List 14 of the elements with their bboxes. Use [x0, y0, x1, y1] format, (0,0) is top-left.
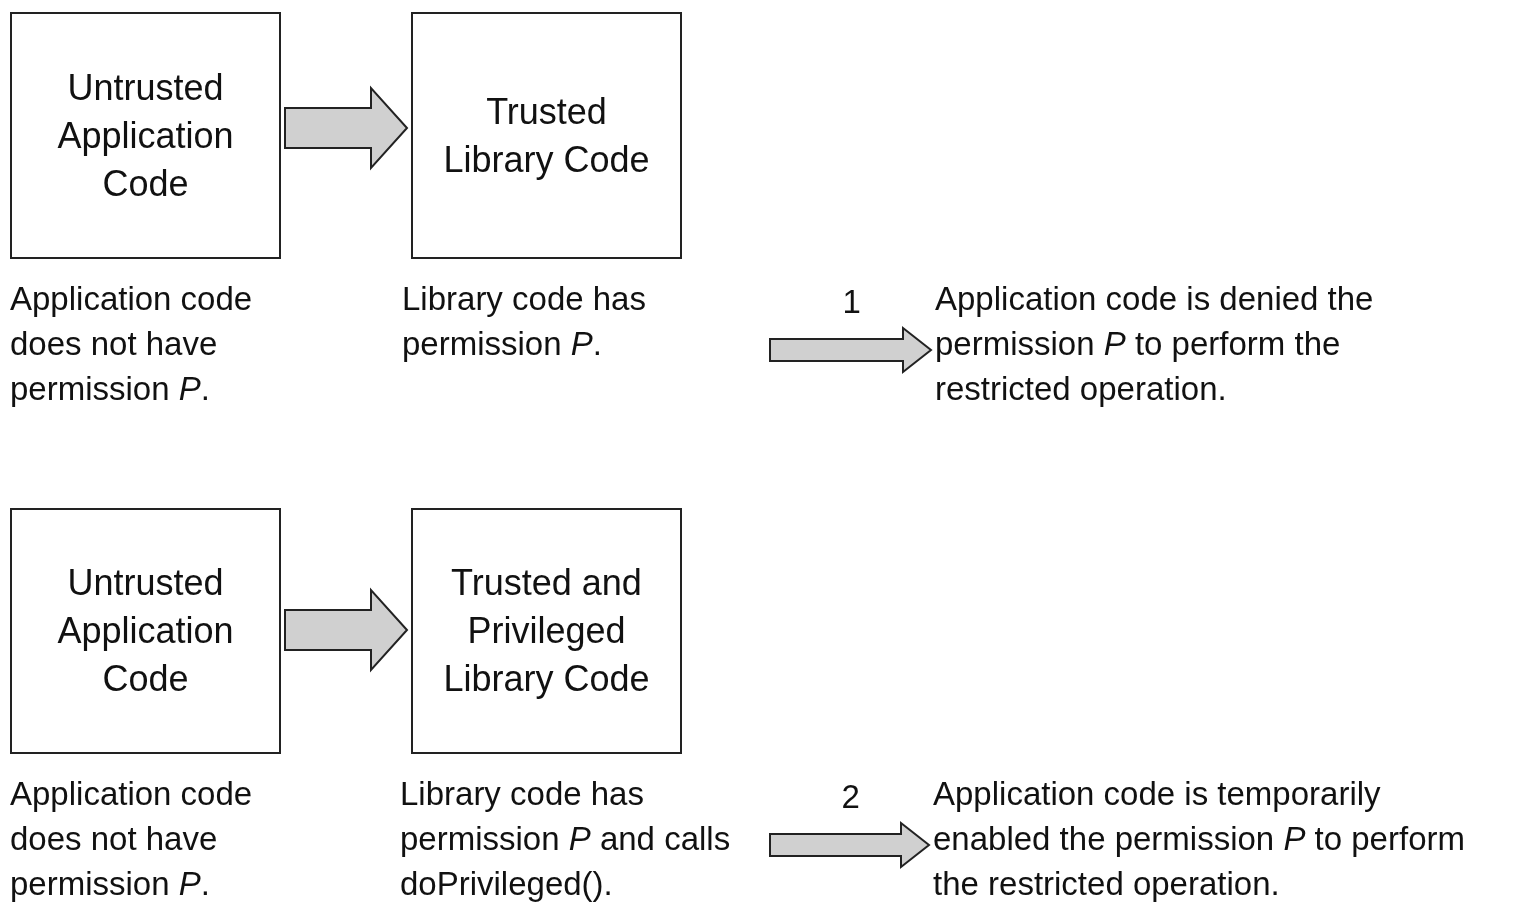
block-arrow — [769, 325, 933, 375]
node-label: Library code has permission P and calls doPrivileged(). — [400, 774, 732, 904]
node-label: Application code does not have permission P. — [10, 774, 254, 904]
node-label: Library code has permission P. — [402, 279, 647, 364]
result-text: Application code is temporarily enabled the permission P to perform the restricted operation. — [933, 771, 1493, 911]
block-arrow — [284, 85, 409, 171]
process-box: Untrusted Application Code — [10, 12, 281, 259]
block-arrow — [284, 587, 409, 673]
process-box: Trusted and Privileged Library Code — [411, 508, 682, 754]
process-box: Trusted Library Code — [411, 12, 682, 259]
process-box: Untrusted Application Code — [10, 508, 281, 754]
node-label: Application code does not have permission P. — [10, 279, 254, 409]
result-text: Application code is denied the permission P to perform the restricted operation. — [935, 276, 1445, 416]
block-arrow — [769, 820, 931, 870]
